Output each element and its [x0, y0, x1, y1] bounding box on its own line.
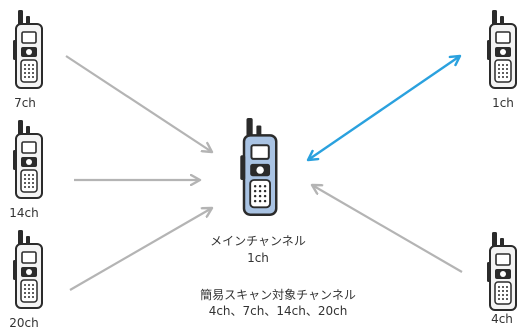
channel-label-4ch: 4ch [491, 312, 513, 326]
walkie-talkie-icon [486, 9, 517, 89]
scan-target-title: 簡易スキャン対象チャンネル [200, 288, 356, 302]
arrow-20ch-to-main [69, 208, 212, 291]
walkie-talkie-icon [12, 9, 43, 89]
channel-label-20ch: 20ch [9, 316, 39, 330]
walkie-talkie-icon [12, 229, 43, 309]
main-channel-value: 1ch [247, 251, 269, 265]
channel-label-7ch: 7ch [14, 96, 36, 110]
channel-label-1ch: 1ch [492, 96, 514, 110]
main-radio-icon [239, 116, 278, 216]
scan-target-channels: 4ch、7ch、14ch、20ch [208, 304, 348, 318]
arrow-4ch-to-main [312, 185, 463, 273]
main-channel-title: メインチャンネル [210, 234, 306, 248]
arrow-7ch-to-main [65, 55, 212, 152]
walkie-talkie-icon [486, 231, 517, 311]
walkie-talkie-icon [12, 119, 43, 199]
arrow-main-to-1ch [308, 56, 460, 160]
channel-label-14ch: 14ch [9, 206, 39, 220]
